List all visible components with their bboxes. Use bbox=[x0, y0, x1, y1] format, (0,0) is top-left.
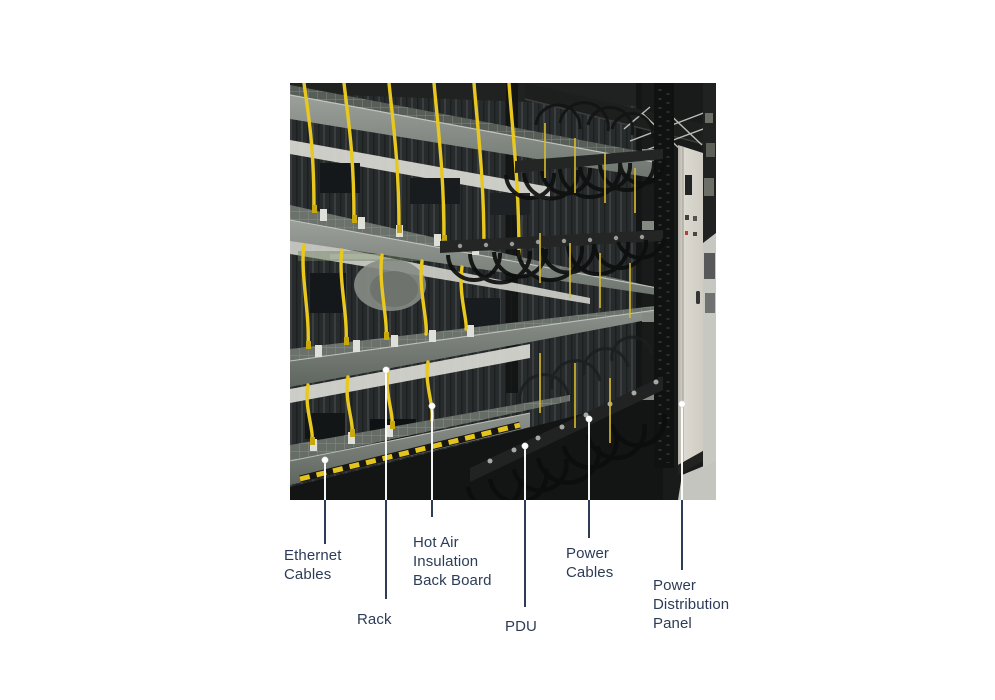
server-rack-photo bbox=[290, 83, 716, 500]
callout-dot-pdu bbox=[521, 442, 529, 450]
servers bbox=[305, 163, 530, 443]
callout-line-pdu bbox=[524, 500, 526, 607]
callout-line-power-distribution-panel bbox=[681, 500, 683, 570]
callout-markers bbox=[321, 366, 686, 500]
ethernet-connectors bbox=[306, 205, 447, 445]
power-cables-and-pdus bbox=[440, 101, 667, 500]
callout-dot-hot-air-board bbox=[428, 402, 436, 410]
callout-label-pdu: PDU bbox=[505, 618, 537, 635]
callout-dot-power-distribution-panel bbox=[678, 400, 686, 408]
callout-label-rack: Rack bbox=[357, 611, 392, 628]
rack-end-post bbox=[654, 83, 674, 468]
power-distribution-panel-cabinet bbox=[678, 145, 703, 475]
callout-dot-power-cables bbox=[585, 415, 593, 423]
hazard-tape bbox=[299, 422, 521, 482]
callout-dot-ethernet-cables bbox=[321, 456, 329, 464]
hot-air-insulation-back-board-strips bbox=[290, 140, 590, 403]
callout-dot-rack bbox=[382, 366, 390, 374]
callout-line-hot-air-board bbox=[431, 500, 433, 517]
server-rack-photo-svg bbox=[290, 83, 716, 500]
callout-line-power-cables bbox=[588, 500, 590, 538]
aisle-floor bbox=[678, 83, 716, 500]
callout-label-ethernet-cables: Ethernet Cables bbox=[284, 547, 342, 583]
callout-label-hot-air-board: Hot Air Insulation Back Board bbox=[413, 534, 492, 589]
callout-label-power-cables: Power Cables bbox=[566, 545, 614, 581]
callout-line-ethernet-cables bbox=[324, 500, 326, 544]
callout-line-rack bbox=[385, 500, 387, 599]
callout-label-power-distribution-panel: Power Distribution Panel bbox=[653, 577, 730, 632]
